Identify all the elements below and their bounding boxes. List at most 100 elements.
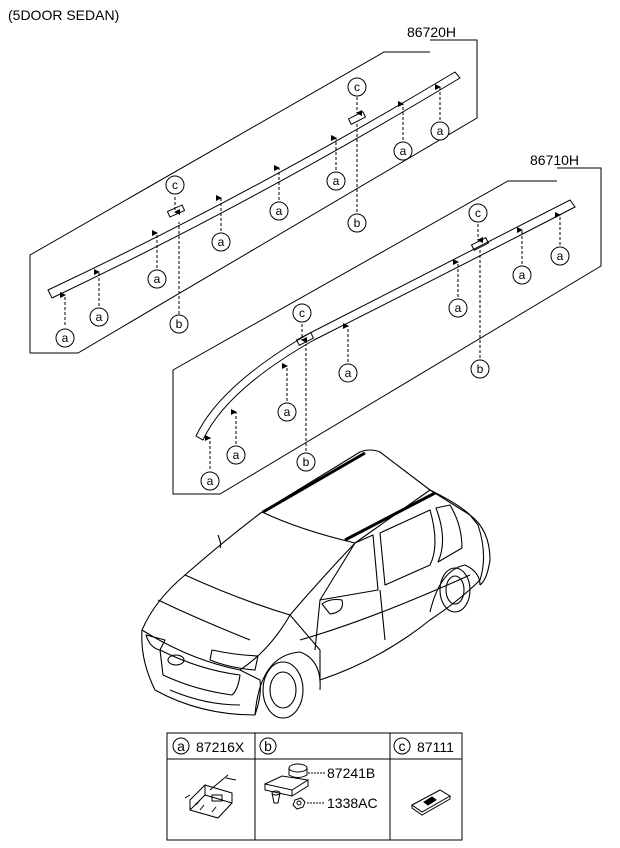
callout-a: a [89, 307, 109, 327]
callout-a: a [550, 246, 570, 266]
car-front-door-window [319, 534, 379, 601]
callout-c: c [468, 203, 488, 223]
callout-b: b [347, 213, 367, 233]
callout-b-letter: b [303, 455, 310, 469]
car-rear-hatch [469, 514, 491, 586]
callout-circles: a a a b c a a a b c a a a a a b c a a b c a a [55, 77, 570, 491]
callout-c-letter: c [172, 178, 178, 192]
upper-assembly [29, 39, 478, 354]
callout-b-letter: b [176, 317, 183, 331]
lower-rail-cover-c1 [295, 332, 315, 346]
callout-b-letter: b [477, 362, 484, 376]
callout-a: a [269, 201, 289, 221]
lower-rail-cover-c2 [470, 237, 490, 251]
lower-assembly-frame [172, 167, 602, 495]
car-windshield [184, 511, 356, 616]
legend-b-part-number-nut: 1338AC [327, 795, 378, 811]
cover-87111-drawing [411, 789, 451, 816]
upper-rail-cover-c1 [166, 204, 186, 218]
car-front-fascia [141, 629, 261, 716]
diagram-title: (5DOOR SEDAN) [8, 7, 120, 23]
car-hood [141, 574, 291, 671]
lower-assembly [172, 167, 602, 495]
callout-b-letter: b [354, 216, 361, 230]
legend-header-a: a 87216X [172, 737, 245, 755]
part-number-lower-roof-rack: 86710H [530, 152, 580, 168]
clip-87216x-drawing [184, 774, 237, 819]
car-grille [159, 649, 241, 696]
car-roof [261, 449, 471, 516]
upper-rail-cover-c2 [347, 111, 367, 125]
upper-roof-rail [47, 71, 461, 299]
callout-a: a [226, 445, 246, 465]
callout-a: a [211, 232, 231, 252]
callout-a: a [338, 363, 358, 383]
callout-a-letter: a [455, 301, 462, 315]
callout-c: c [165, 175, 185, 195]
lower-leaders [205, 212, 561, 469]
callout-c: c [347, 77, 367, 97]
callout-a: a [200, 471, 220, 491]
car-headlight-right [209, 649, 259, 671]
car-front-wheel-arch [254, 651, 321, 716]
callout-a-letter: a [233, 448, 240, 462]
car-side-body [289, 489, 485, 681]
nut-1338ac-drawing [292, 797, 325, 810]
car-rear-wheel [439, 567, 471, 613]
car-roof-rail-left [262, 451, 366, 514]
callout-c: c [292, 303, 312, 323]
callout-a: a [326, 171, 346, 191]
callout-a: a [448, 298, 468, 318]
lower-roof-rail [195, 199, 576, 441]
callout-a-letter: a [333, 174, 340, 188]
car-illustration [141, 449, 491, 719]
car-quarter-window [435, 504, 463, 563]
legend-b-letter: b [264, 738, 272, 754]
callout-a-letter: a [345, 366, 352, 380]
callout-a: a [393, 141, 413, 161]
car-side-mirror [321, 598, 344, 615]
callout-a-letter: a [557, 249, 564, 263]
bolt-87241b-drawing [263, 763, 325, 804]
part-number-upper-roof-rack: 86720H [407, 24, 457, 40]
car-rear-door-window [379, 509, 436, 586]
callout-b: b [296, 452, 316, 472]
callout-c-letter: c [299, 306, 305, 320]
legend-c-letter: c [399, 738, 406, 754]
callout-a: a [55, 328, 75, 348]
legend-header-b: b [259, 737, 277, 755]
callout-a-letter: a [207, 474, 214, 488]
callout-c-letter: c [475, 206, 481, 220]
callout-a-letter: a [437, 124, 444, 138]
car-rear-wheel-arch [429, 564, 481, 613]
callout-c-letter: c [354, 80, 360, 94]
legend-a-letter: a [177, 738, 185, 754]
callout-a-letter: a [284, 405, 291, 419]
callout-a-letter: a [519, 268, 526, 282]
car-roof-rail-right [344, 491, 436, 542]
legend-table [166, 732, 463, 841]
car-lower-intake [169, 689, 241, 706]
callout-a: a [512, 265, 532, 285]
callout-a-letter: a [62, 331, 69, 345]
car-front-wheel [262, 661, 304, 719]
callout-a-letter: a [400, 144, 407, 158]
callout-a-letter: a [218, 235, 225, 249]
car-headlight-left [145, 634, 166, 651]
callout-a-letter: a [276, 204, 283, 218]
legend-header-c: c 87111 [393, 737, 454, 755]
upper-leaders [60, 84, 441, 325]
callout-b: b [169, 314, 189, 334]
callout-a-letter: a [96, 310, 103, 324]
callout-b: b [470, 359, 490, 379]
callout-a: a [147, 269, 167, 289]
legend-a-part-number: 87216X [196, 739, 245, 755]
car-badge [167, 654, 185, 666]
legend-c-part-number: 87111 [417, 739, 454, 755]
car-antenna [217, 534, 222, 549]
callout-a: a [277, 402, 297, 422]
callout-a: a [430, 121, 450, 141]
legend-b-part-number-bolt: 87241B [327, 765, 375, 781]
